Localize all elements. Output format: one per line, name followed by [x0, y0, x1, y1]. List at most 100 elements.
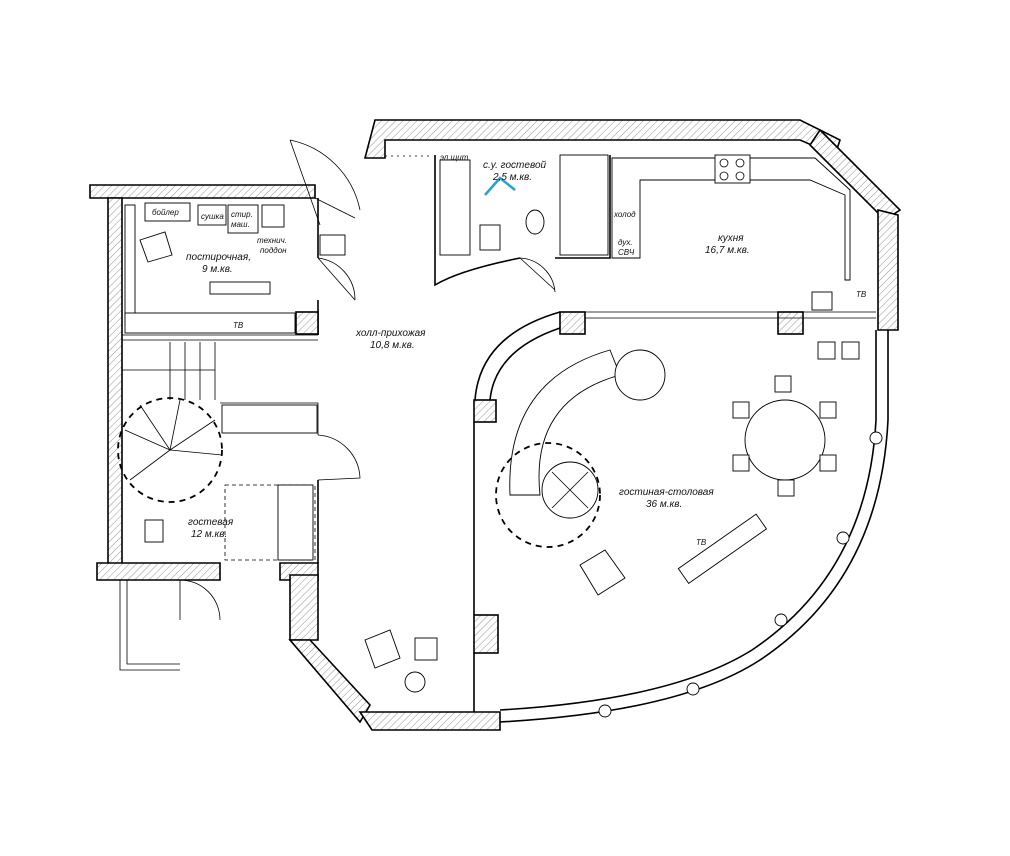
burner [719, 171, 729, 181]
doors[interactable] [179, 139, 556, 621]
bathroom: эл.щит с.у. гостевой 2,5 м.кв. [439, 153, 609, 256]
sink [261, 204, 285, 228]
dryer-box [197, 204, 227, 226]
wardrobe [439, 159, 471, 256]
dining-table [744, 399, 826, 481]
entrance-door[interactable] [289, 139, 361, 226]
stairs [117, 342, 318, 503]
dining-chair [732, 401, 750, 419]
spiral-steps [124, 399, 223, 481]
living-room: ТВ гостиная-столовая 36 м.кв. [495, 349, 837, 596]
column-marker [869, 431, 883, 445]
pouf [414, 637, 438, 661]
washer-label-2: маш. [231, 220, 250, 229]
kitchen-counter [611, 157, 851, 281]
column-marker [598, 704, 612, 718]
dryer-label: сушка [201, 212, 224, 221]
outer-walls [89, 119, 902, 731]
pillar [473, 614, 499, 654]
dining-chair [819, 454, 837, 472]
dining-chair [819, 401, 837, 419]
tech-label-1: технич. [257, 236, 287, 245]
tv-living-label: ТВ [696, 538, 707, 547]
armchair-living [579, 549, 626, 596]
laundry-room: бойлер сушка стир. маш. технич. поддон Т… [124, 202, 346, 334]
sink [479, 224, 501, 251]
cabinet [319, 234, 346, 256]
curved-sofa [509, 349, 621, 496]
bed [224, 484, 316, 561]
kitchen-name: кухня [718, 233, 744, 244]
guest-door[interactable] [317, 434, 361, 481]
dining-chair [732, 454, 750, 472]
kitchen-area: 16,7 м.кв. [705, 245, 750, 256]
bath-area: 2,5 м.кв. [492, 172, 532, 183]
guest-room: гостевая 12 м.кв. [144, 484, 316, 561]
pillar [559, 311, 586, 335]
column-marker [686, 682, 700, 696]
wall-right [877, 208, 899, 331]
wall-hall-lower [289, 574, 319, 641]
burner [719, 158, 729, 168]
wall-bottom-left [96, 562, 221, 581]
kitchen: холод дух. СВЧ ТВ кухня 16,7 м.кв. [611, 154, 867, 360]
stair-steps [122, 342, 216, 400]
chair [144, 519, 164, 543]
spiral-stair [117, 397, 223, 503]
column-marker [774, 613, 788, 627]
wall-top [363, 119, 841, 159]
stove [714, 154, 751, 184]
fridge-label: холод [613, 210, 636, 219]
tv-kitchen-label: ТВ [856, 290, 867, 299]
washer-box [227, 204, 259, 234]
sofa [277, 484, 314, 561]
balcony-door[interactable] [179, 579, 221, 621]
tech-label-2: поддон [260, 246, 287, 255]
wall-bottom-diag [288, 639, 371, 724]
storage-area: 9 м.кв. [202, 264, 233, 275]
armchair [139, 231, 173, 263]
pillar [295, 311, 319, 335]
rug-outline [495, 442, 601, 548]
wall-top-left [89, 184, 316, 199]
round-table [404, 671, 426, 693]
wall-left [107, 197, 123, 566]
storage-name: постирочная, [186, 252, 251, 263]
toilet [525, 209, 545, 235]
bath-name: с.у. гостевой [483, 160, 547, 171]
panel-label: эл.щит [440, 153, 469, 162]
shelf [124, 204, 136, 326]
wall-storage-bottom [122, 334, 318, 341]
coffee-table-mark [551, 471, 589, 509]
balcony [119, 580, 180, 671]
living-area: 36 м.кв. [646, 499, 682, 510]
armchair-hall [364, 629, 401, 669]
guest-area: 12 м.кв. [191, 529, 227, 540]
boiler-box [144, 202, 191, 222]
storage-door[interactable] [317, 257, 356, 301]
washer-label-1: стир. [231, 210, 253, 219]
ironing-board [209, 281, 271, 295]
bar-stool [811, 291, 833, 311]
bath-door[interactable] [519, 257, 556, 293]
tv-storage-label: ТВ [233, 321, 244, 330]
pillar [473, 399, 497, 423]
column-marker [836, 531, 850, 545]
kitchen-divider [585, 311, 876, 319]
tv-cabinet [677, 513, 768, 584]
pillar [777, 311, 804, 335]
oven-label-1: дух. [618, 238, 633, 247]
guest-name: гостевая [188, 517, 234, 528]
bar-stool [841, 341, 860, 360]
burner [735, 158, 745, 168]
hall-area: 10,8 м.кв. [370, 340, 415, 351]
hall: холл-прихожая 10,8 м.кв. [355, 155, 438, 693]
wine-rack [559, 154, 609, 256]
dining-chair [777, 479, 795, 497]
boiler-label: бойлер [152, 208, 179, 217]
burner [735, 171, 745, 181]
wall-bath [434, 155, 611, 287]
wall-stair [220, 402, 319, 435]
hall-name: холл-прихожая [355, 328, 426, 339]
